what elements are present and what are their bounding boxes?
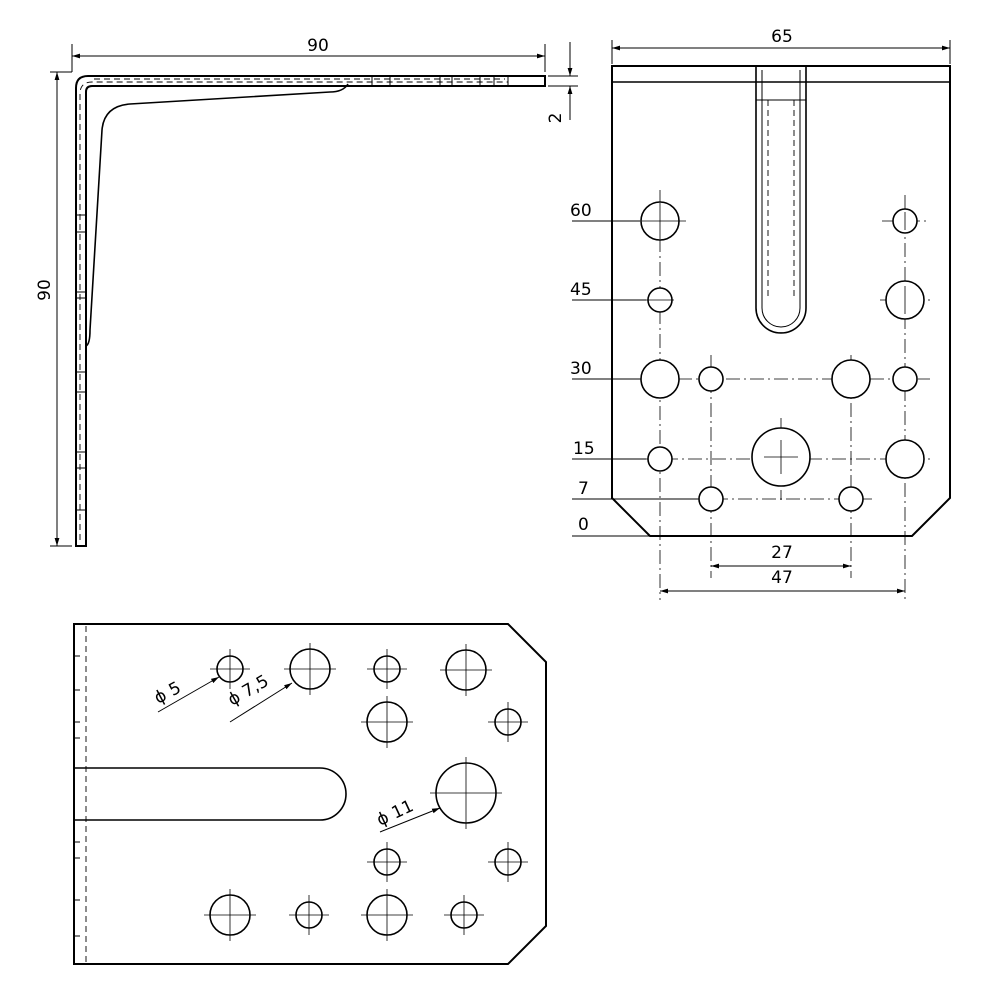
hole: [838, 486, 864, 512]
front-view-slot-inner: [761, 100, 801, 328]
dim-span-47: 47: [771, 568, 793, 588]
plan-view-slot: [74, 767, 347, 821]
dim-thickness: 2: [546, 113, 566, 124]
front-view-hole-crosses: [642, 203, 906, 474]
row-label-7: 7: [578, 479, 589, 499]
front-view-center-lines: [630, 190, 930, 600]
hole: [640, 359, 680, 399]
side-view-hole-ticks: [76, 76, 495, 469]
dim-front-width: 65: [771, 27, 793, 47]
dim-span-27: 27: [771, 543, 793, 563]
leader-hole-small: [157, 676, 220, 713]
front-view-outline: [611, 65, 951, 537]
dim-side-height: 90: [35, 279, 55, 301]
plan-view: ϕ 5 ϕ 7,5 ϕ 11: [73, 623, 547, 965]
dim-side-width: 90: [307, 36, 329, 56]
side-view-outline: [75, 75, 546, 547]
hole: [885, 439, 925, 479]
row-label-45: 45: [570, 280, 592, 300]
hole: [698, 486, 724, 512]
front-view-holes: [640, 201, 925, 512]
row-label-60: 60: [570, 201, 592, 221]
row-label-0: 0: [578, 515, 589, 535]
side-view-rib: [85, 83, 349, 347]
leader-hole-large: [379, 807, 441, 833]
leader-hole-medium: [229, 682, 293, 723]
front-view-row-labels: 60 45 30 15 7 0: [570, 201, 698, 537]
row-label-30: 30: [570, 359, 592, 379]
callout-hole-small: ϕ 5: [151, 678, 185, 709]
hole: [698, 366, 724, 392]
front-view-slot: [755, 66, 807, 334]
plan-view-edge-ticks: [74, 655, 80, 937]
side-view-hidden-line-outer: [79, 81, 508, 540]
plan-view-outline: [73, 623, 547, 965]
plan-view-hole-crosses: [204, 643, 528, 941]
front-view: 65 60 45 30 15 7 0 27 47: [570, 27, 951, 600]
row-label-15: 15: [573, 439, 595, 459]
hole: [831, 359, 871, 399]
hole: [647, 446, 673, 472]
hole: [892, 366, 918, 392]
side-view: 90 90 2: [35, 36, 578, 547]
